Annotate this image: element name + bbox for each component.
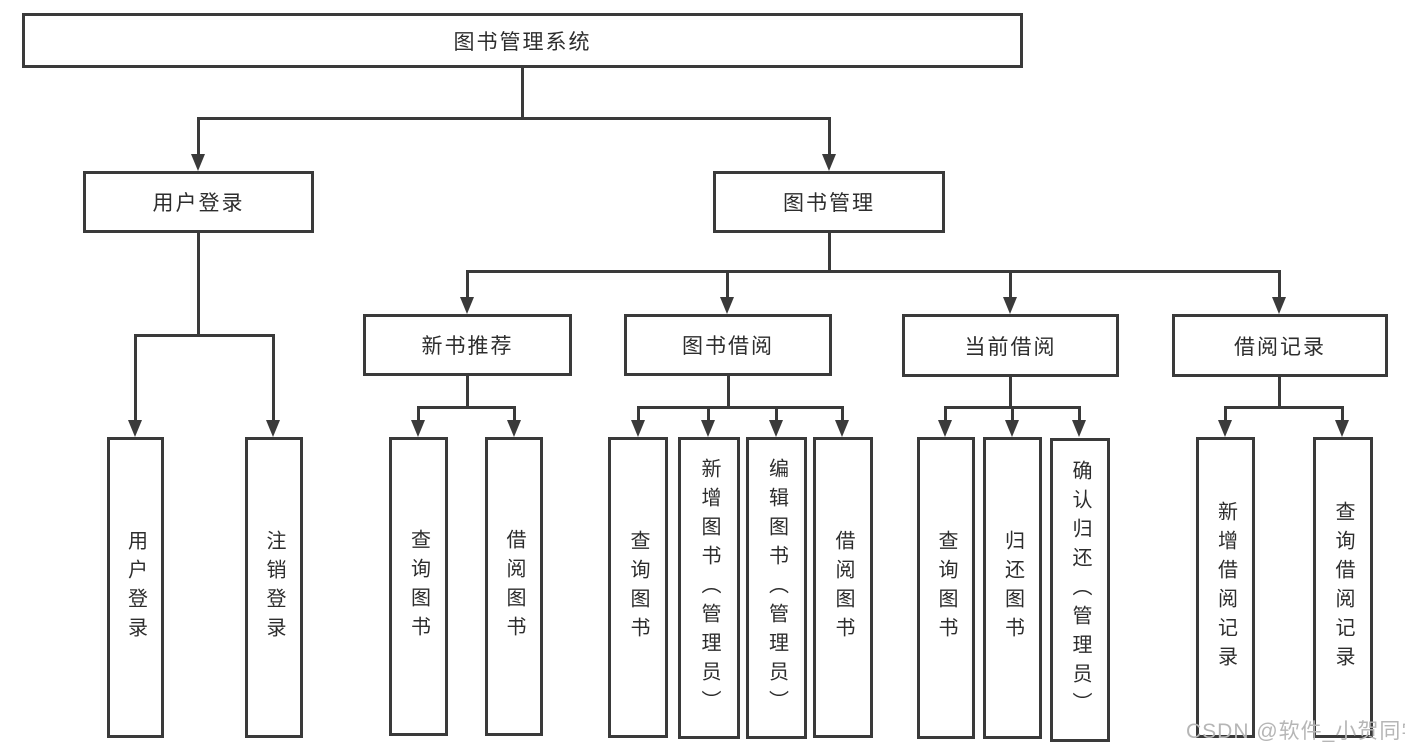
connector-drop-rec-borrow <box>513 406 516 422</box>
connector-book-mgmt-stem <box>828 233 831 272</box>
node-label: 新增借阅记录 <box>1214 500 1237 675</box>
arrowhead-down-icon <box>631 420 645 437</box>
arrowhead-down-icon <box>128 420 142 437</box>
node-label: 借阅图书 <box>503 528 525 645</box>
node-label: 用户登录 <box>124 529 147 646</box>
node-cur-return-books: 归还图书 <box>983 437 1042 739</box>
node-label: 归还图书 <box>1001 530 1024 646</box>
connector-root-stem <box>521 68 524 118</box>
node-bor-add-books-admin: 新增图书（管理员） <box>678 437 740 739</box>
connector-drop-cur-confirm <box>1078 406 1081 422</box>
connector-drop-book-mgmt <box>828 117 831 155</box>
node-cur-confirm-return-admin: 确认归还（管理员） <box>1050 438 1110 742</box>
connector-drop-bor-borrow <box>841 406 844 422</box>
node-label: 图书管理 <box>783 192 875 215</box>
arrowhead-down-icon <box>769 420 783 437</box>
node-label: 用户登录 <box>152 192 245 215</box>
arrowhead-down-icon <box>1335 420 1349 437</box>
node-bor-edit-books-admin: 编辑图书（管理员） <box>746 437 807 739</box>
node-label: 注销登录 <box>263 529 285 646</box>
node-recd-query-record: 查询借阅记录 <box>1313 437 1373 738</box>
arrowhead-down-icon <box>822 154 836 171</box>
node-bor-borrow-books: 借阅图书 <box>813 437 873 738</box>
connector-drop-recd-add <box>1224 406 1227 422</box>
connector-user-login-stem <box>197 233 200 336</box>
node-new-book-recommend: 新书推荐 <box>363 314 572 376</box>
arrowhead-down-icon <box>507 420 521 437</box>
csdn-watermark: CSDN @软件_小贺同学 <box>1186 720 1405 743</box>
node-rec-borrow-books: 借阅图书 <box>485 437 543 736</box>
arrowhead-down-icon <box>266 420 280 437</box>
arrowhead-down-icon <box>701 420 715 437</box>
connector-borrow-stem <box>727 376 730 408</box>
connector-drop-bor-add <box>707 406 710 422</box>
node-user-login-leaf: 用户登录 <box>107 437 164 738</box>
node-recd-add-record: 新增借阅记录 <box>1196 437 1255 738</box>
arrowhead-down-icon <box>835 420 849 437</box>
connector-rec-stem <box>466 376 469 408</box>
connector-drop-logout <box>272 334 275 421</box>
connector-drop-cur-query <box>944 406 947 422</box>
arrowhead-down-icon <box>1005 420 1019 437</box>
node-label: 当前借阅 <box>964 335 1057 359</box>
connector-drop-rec <box>466 270 469 298</box>
arrowhead-down-icon <box>1218 420 1232 437</box>
arrowhead-down-icon <box>460 297 474 314</box>
node-book-management-branch: 图书管理 <box>713 171 945 233</box>
node-label: 新书推荐 <box>421 335 514 358</box>
connector-drop-rec-query <box>417 406 420 422</box>
connector-borrow-bar <box>637 406 843 409</box>
connector-drop-recd-query <box>1341 406 1344 422</box>
arrowhead-down-icon <box>720 297 734 314</box>
arrowhead-down-icon <box>1003 297 1017 314</box>
node-label: 新增图书（管理员） <box>698 457 720 719</box>
arrowhead-down-icon <box>1272 297 1286 314</box>
arrowhead-down-icon <box>1072 420 1086 437</box>
connector-drop-bor-edit <box>775 406 778 422</box>
node-borrowing-records: 借阅记录 <box>1172 314 1388 377</box>
node-book-borrowing: 图书借阅 <box>624 314 832 376</box>
node-label: 图书借阅 <box>682 335 774 358</box>
connector-drop-login <box>134 334 137 421</box>
node-label: 图书管理系统 <box>453 30 592 54</box>
connector-level2-bar <box>197 117 831 120</box>
node-label: 借阅图书 <box>832 529 854 646</box>
connector-user-login-bar <box>134 334 275 337</box>
node-cur-query-books: 查询图书 <box>917 437 975 739</box>
connector-drop-records <box>1278 270 1281 298</box>
node-label: 查询图书 <box>407 528 430 645</box>
connector-drop-user-login <box>197 117 200 155</box>
node-label: 借阅记录 <box>1234 335 1326 359</box>
connector-rec-bar <box>417 406 516 409</box>
connector-records-bar <box>1224 406 1344 409</box>
node-label: 查询借阅记录 <box>1332 500 1354 675</box>
node-bor-query-books: 查询图书 <box>608 437 668 738</box>
arrowhead-down-icon <box>938 420 952 437</box>
connector-drop-borrow <box>726 270 729 298</box>
connector-drop-cur-return <box>1011 406 1014 422</box>
arrowhead-down-icon <box>191 154 205 171</box>
node-current-borrowing: 当前借阅 <box>902 314 1119 377</box>
node-book-management-system: 图书管理系统 <box>22 13 1023 68</box>
connector-records-stem <box>1278 377 1281 408</box>
node-user-login-branch: 用户登录 <box>83 171 314 233</box>
node-label: 查询图书 <box>935 530 957 646</box>
node-rec-query-books: 查询图书 <box>389 437 448 736</box>
node-label: 查询图书 <box>627 529 649 646</box>
connector-drop-bor-query <box>637 406 640 422</box>
arrowhead-down-icon <box>411 420 425 437</box>
connector-level3-bar <box>466 270 1281 273</box>
connector-current-stem <box>1009 377 1012 408</box>
node-label: 确认归还（管理员） <box>1069 459 1091 721</box>
node-label: 编辑图书（管理员） <box>765 457 788 719</box>
connector-drop-current <box>1009 270 1012 298</box>
node-logout-leaf: 注销登录 <box>245 437 303 738</box>
